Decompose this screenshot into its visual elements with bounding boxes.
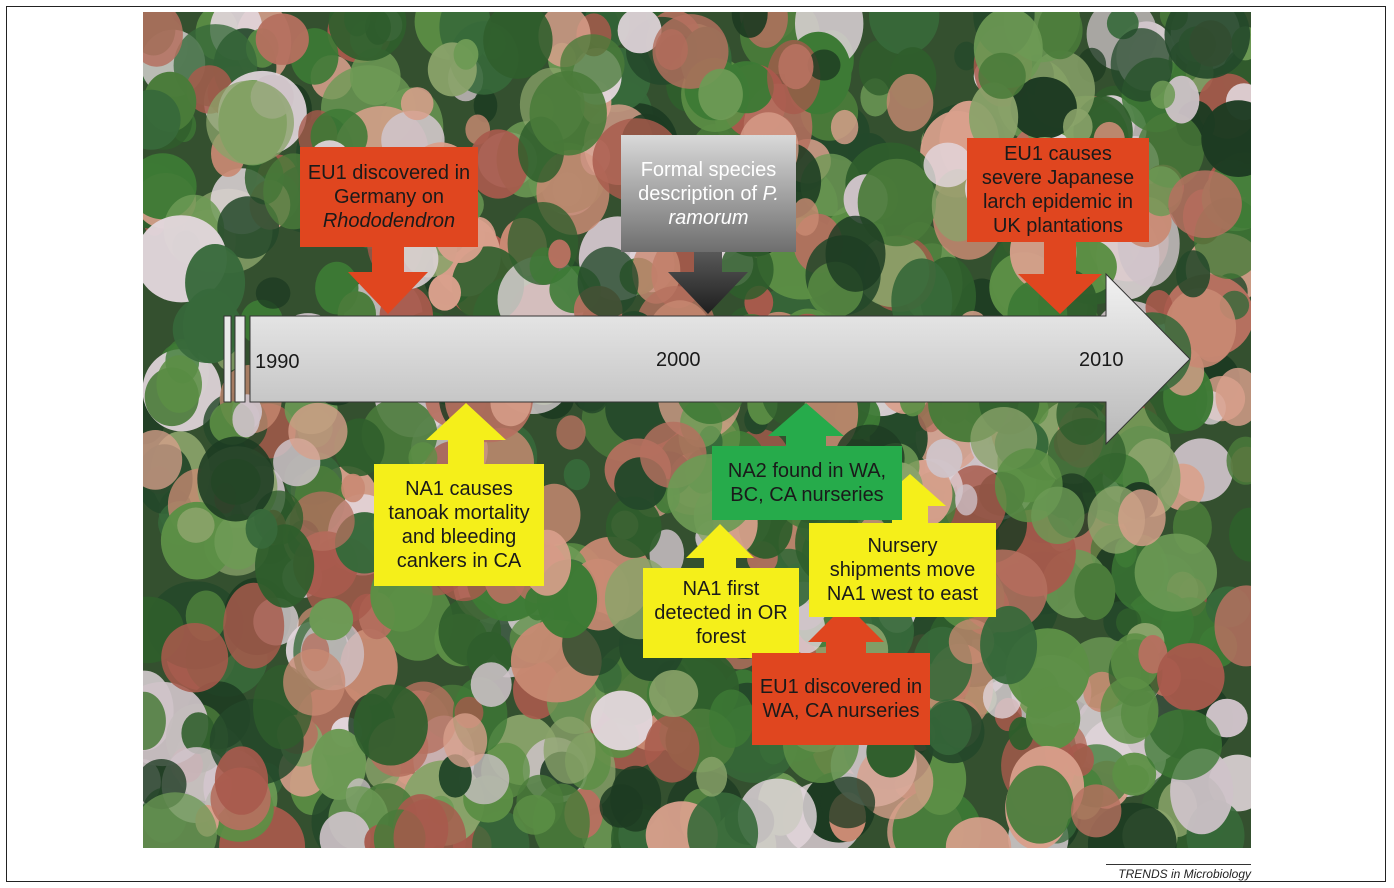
year-label-2010: 2010 — [1079, 349, 1124, 371]
event-text-line: BC, CA nurseries — [730, 484, 884, 506]
year-label-1990: 1990 — [255, 351, 300, 373]
event-text-line: Nursery — [867, 535, 938, 557]
event-na1-tanoak: NA1 causes tanoak mortality and bleeding… — [374, 464, 544, 586]
event-eu1-uk-larch: EU1 causes severe Japanese larch epidemi… — [967, 138, 1149, 242]
timeline-arrow-body — [249, 272, 1191, 446]
year-label-2000: 2000 — [656, 349, 701, 371]
timeline-break-bar — [234, 315, 246, 403]
event-text-line: EU1 discovered in — [307, 162, 471, 184]
event-nursery-shipments: Nursery shipments move NA1 west to east — [809, 523, 996, 617]
event-text-line: EU1 discovered in — [759, 676, 923, 698]
event-eu1-germany: EU1 discovered in Germany on Rhododendro… — [300, 147, 478, 247]
event-text-line: WA, CA nurseries — [762, 700, 920, 722]
event-na1-oregon: NA1 first detected in OR forest — [643, 568, 799, 658]
event-text-line: description of — [638, 182, 763, 205]
event-text-line: NA1 first — [682, 578, 760, 600]
event-text-line: Formal species — [640, 158, 777, 181]
event-text-line: severe Japanese — [981, 167, 1135, 189]
eu1-germany-arrow — [348, 240, 428, 314]
event-text-line: UK plantations — [992, 215, 1124, 237]
event-text-line: NA2 found in WA, — [727, 460, 887, 482]
event-text-line: NA1 causes — [405, 478, 513, 500]
timeline-break-bar — [223, 315, 232, 403]
na2-found-arrow — [768, 403, 844, 450]
event-text-line: Rhododendron — [322, 210, 456, 232]
event-eu1-wa-ca: EU1 discovered in WA, CA nurseries — [752, 653, 930, 745]
na1-oregon-arrow — [686, 524, 754, 572]
event-text-line: and bleeding — [401, 526, 517, 548]
eu1-uk-larch-arrow — [1018, 236, 1102, 314]
na1-tanoak-arrow — [426, 403, 506, 470]
event-text-line: detected in OR — [654, 602, 788, 624]
event-text-line: EU1 causes — [1004, 143, 1112, 165]
event-text-line: NA1 west to east — [826, 583, 979, 605]
event-text-line: tanoak mortality — [388, 502, 530, 524]
eu1-wa-ca-arrow — [808, 604, 884, 656]
event-formal-description: Formal species description of P. ramorum — [621, 135, 796, 252]
journal-caption: TRENDS in Microbiology — [1106, 864, 1251, 881]
formal-description-arrow — [668, 250, 748, 314]
event-text-line: cankers in CA — [396, 550, 522, 572]
event-na2-found: NA2 found in WA, BC, CA nurseries — [712, 446, 902, 520]
event-text-line: Germany on — [333, 186, 445, 208]
event-text-line: ramorum — [668, 206, 749, 229]
event-text-line: shipments move — [829, 559, 976, 581]
timeline-arrow — [223, 272, 1191, 446]
event-text-line: forest — [695, 626, 746, 648]
event-text-line: larch epidemic in — [982, 191, 1134, 213]
event-text-italic: P. — [762, 182, 779, 205]
